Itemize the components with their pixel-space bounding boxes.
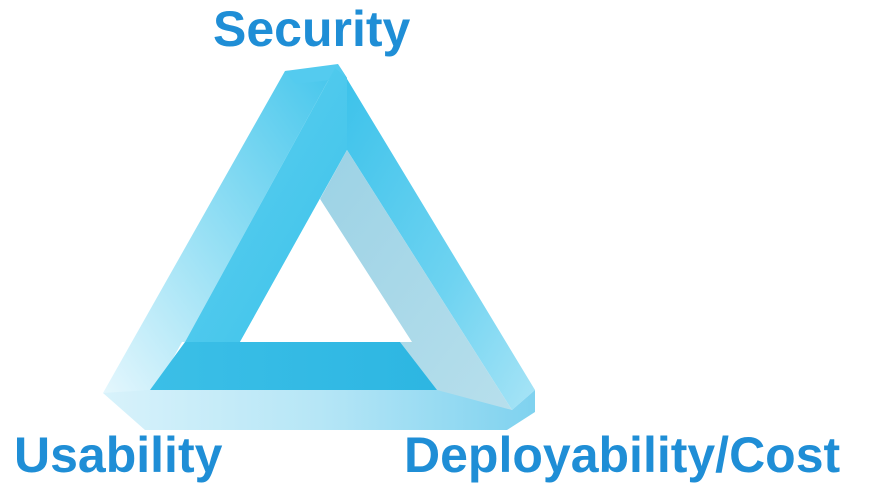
right-inner-face (320, 150, 512, 410)
triangle-hole (240, 199, 400, 342)
bottom-bar-face (103, 390, 535, 430)
left-inner-face (185, 68, 347, 342)
left-bar-face (103, 68, 335, 400)
right-bar-face (338, 64, 535, 410)
security-label: Security (213, 1, 411, 57)
deployability-cost-label: Deployability/Cost (404, 427, 841, 483)
usability-label: Usability (14, 427, 223, 483)
bottom-inner-face (150, 342, 437, 390)
